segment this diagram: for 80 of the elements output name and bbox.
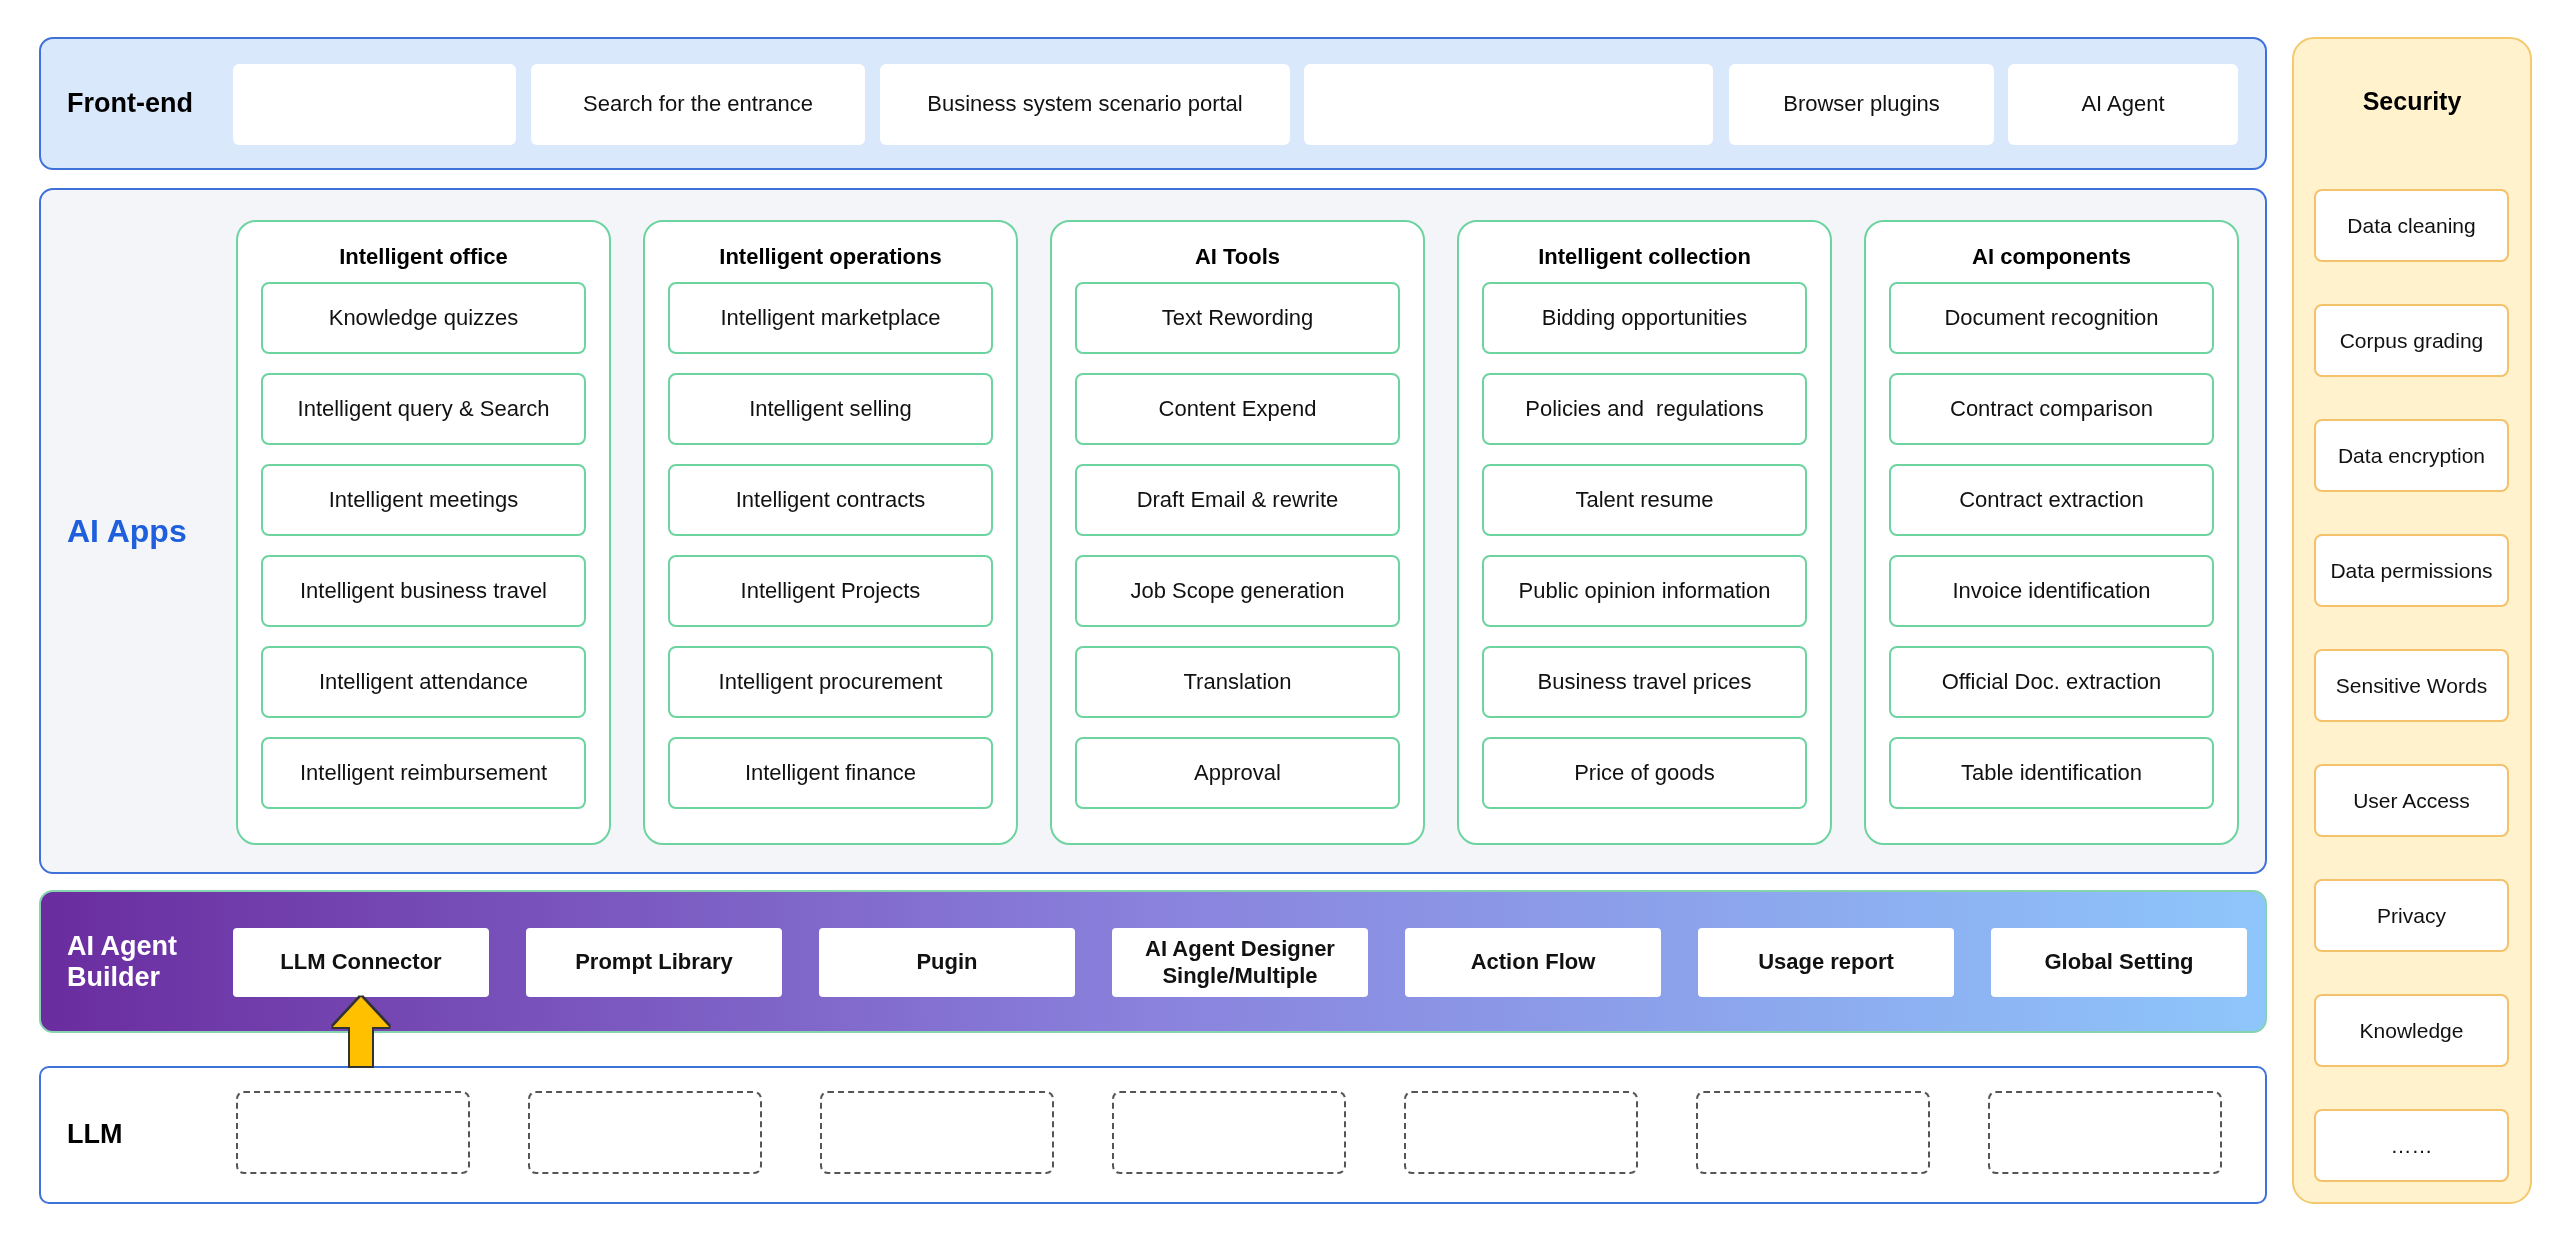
feature-card: Intelligent finance: [668, 737, 993, 809]
security-card: Data encryption: [2314, 419, 2509, 492]
security-card: ……: [2314, 1109, 2509, 1182]
category-title: Intelligent operations: [719, 244, 942, 270]
module-card: Prompt Library: [526, 928, 782, 997]
category-panel: [643, 220, 1018, 845]
feature-card: Document recognition: [1889, 282, 2214, 354]
entry-card: Search for the entrance: [531, 64, 865, 145]
category-title: AI components: [1972, 244, 2131, 270]
blank-card: [1304, 64, 1713, 145]
feature-card: Price of goods: [1482, 737, 1807, 809]
dashed-frame: [1112, 1091, 1346, 1174]
entry-card: Browser plugins: [1729, 64, 1994, 145]
dashed-frame: [1988, 1091, 2222, 1174]
feature-card: Intelligent meetings: [261, 464, 586, 536]
dashed-frame: [236, 1091, 470, 1174]
feature-card: Job Scope generation: [1075, 555, 1400, 627]
security-card: Privacy: [2314, 879, 2509, 952]
layer-title: AI Apps: [67, 512, 187, 550]
layer-panel: [39, 37, 2267, 170]
layer-panel: [39, 1066, 2267, 1204]
feature-card: Bidding opportunities: [1482, 282, 1807, 354]
entry-card: Business system scenario portal: [880, 64, 1290, 145]
dashed-frame: [1696, 1091, 1930, 1174]
module-card: LLM Connector: [233, 928, 489, 997]
category-panel: [1050, 220, 1425, 845]
dashed-frame: [820, 1091, 1054, 1174]
feature-card: Invoice identification: [1889, 555, 2214, 627]
security-panel: [2292, 37, 2532, 1204]
module-card: Global Setting: [1991, 928, 2247, 997]
feature-card: Knowledge quizzes: [261, 282, 586, 354]
feature-card: Content Expend: [1075, 373, 1400, 445]
security-card: Sensitive Words: [2314, 649, 2509, 722]
security-card: Corpus grading: [2314, 304, 2509, 377]
feature-card: Translation: [1075, 646, 1400, 718]
block-arrow: [333, 997, 389, 1066]
feature-card: Contract comparison: [1889, 373, 2214, 445]
feature-card: Intelligent contracts: [668, 464, 993, 536]
feature-card: Intelligent attendance: [261, 646, 586, 718]
blank-card: [233, 64, 516, 145]
security-card: User Access: [2314, 764, 2509, 837]
layer-title: AI Agent Builder: [67, 930, 178, 993]
category-title: Intelligent office: [339, 244, 508, 270]
module-card: Action Flow: [1405, 928, 1661, 997]
feature-card: Intelligent business travel: [261, 555, 586, 627]
security-card: Knowledge: [2314, 994, 2509, 1067]
feature-card: Intelligent selling: [668, 373, 993, 445]
category-panel: [1864, 220, 2239, 845]
feature-card: Intelligent Projects: [668, 555, 993, 627]
feature-card: Official Doc. extraction: [1889, 646, 2214, 718]
feature-card: Table identification: [1889, 737, 2214, 809]
feature-card: Intelligent procurement: [668, 646, 993, 718]
security-card: Data cleaning: [2314, 189, 2509, 262]
category-title: AI Tools: [1194, 244, 1281, 270]
feature-card: Talent resume: [1482, 464, 1807, 536]
category-panel: [1457, 220, 1832, 845]
layer-panel: [39, 890, 2267, 1033]
layer-title: Front-end: [67, 88, 193, 119]
feature-card: Contract extraction: [1889, 464, 2214, 536]
module-card: Pugin: [819, 928, 1075, 997]
section-title: Security: [2362, 87, 2462, 116]
feature-card: Public opinion information: [1482, 555, 1807, 627]
feature-card: Approval: [1075, 737, 1400, 809]
module-card: Usage report: [1698, 928, 1954, 997]
category-panel: [236, 220, 611, 845]
feature-card: Intelligent query & Search: [261, 373, 586, 445]
dashed-frame: [1404, 1091, 1638, 1174]
feature-card: Intelligent marketplace: [668, 282, 993, 354]
security-card: Data permissions: [2314, 534, 2509, 607]
feature-card: Draft Email & rewrite: [1075, 464, 1400, 536]
feature-card: Intelligent reimbursement: [261, 737, 586, 809]
module-card: AI Agent Designer Single/Multiple: [1112, 928, 1368, 997]
feature-card: Text Rewording: [1075, 282, 1400, 354]
feature-card: Business travel prices: [1482, 646, 1807, 718]
entry-card: AI Agent: [2008, 64, 2238, 145]
layer-panel: [39, 188, 2267, 874]
layer-title: LLM: [67, 1119, 123, 1151]
feature-card: Policies and regulations: [1482, 373, 1807, 445]
category-title: Intelligent collection: [1538, 244, 1751, 270]
dashed-frame: [528, 1091, 762, 1174]
